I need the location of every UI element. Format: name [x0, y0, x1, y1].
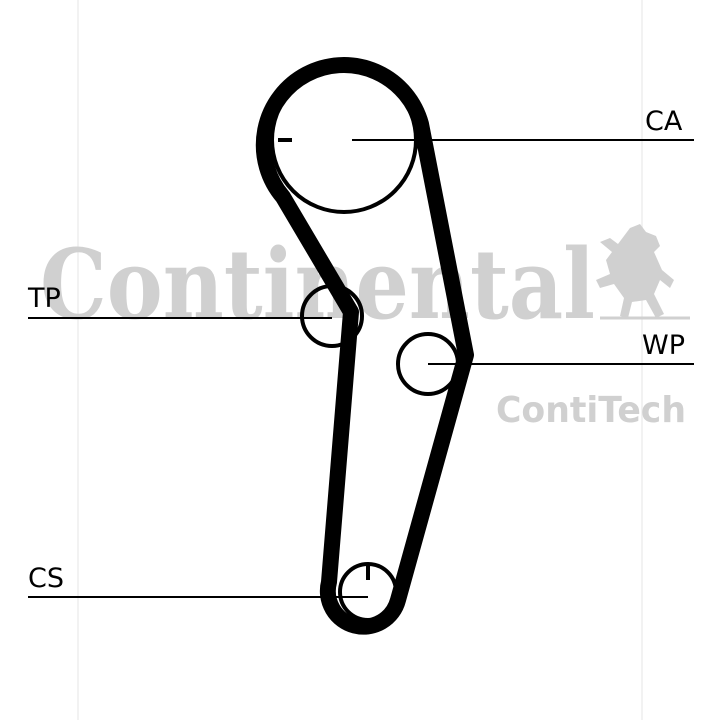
timing-belt [255, 57, 474, 635]
label-tensioner: TP [27, 283, 61, 314]
component-labels: CA TP WP CS [27, 106, 685, 594]
belt-path [255, 57, 474, 635]
label-crankshaft: CS [28, 563, 64, 594]
watermark-division: ContiTech [496, 390, 686, 431]
tensioner-pulley [300, 284, 364, 348]
horse-logo-icon [596, 224, 674, 318]
watermark: Continental ContiTech [40, 224, 690, 431]
background-guides [77, 0, 643, 720]
leader-lines [28, 139, 694, 598]
label-camshaft: CA [645, 106, 683, 137]
label-water-pump: WP [642, 330, 685, 361]
